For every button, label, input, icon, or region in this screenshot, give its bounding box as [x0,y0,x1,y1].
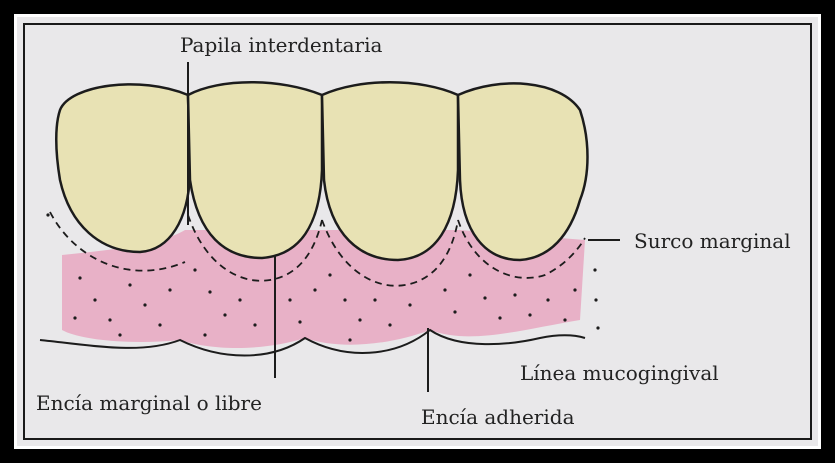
label-encia-adherida: Encía adherida [421,405,575,429]
label-surco-marginal: Surco marginal [634,229,791,253]
label-encia-marginal: Encía marginal o libre [36,391,262,415]
tooth-2 [188,82,322,258]
tooth-3 [322,82,458,260]
label-papila-interdentaria: Papila interdentaria [180,33,383,57]
label-linea-mucogingival: Línea mucogingival [520,361,719,385]
tooth-1 [56,84,190,252]
tooth-4 [458,83,588,260]
